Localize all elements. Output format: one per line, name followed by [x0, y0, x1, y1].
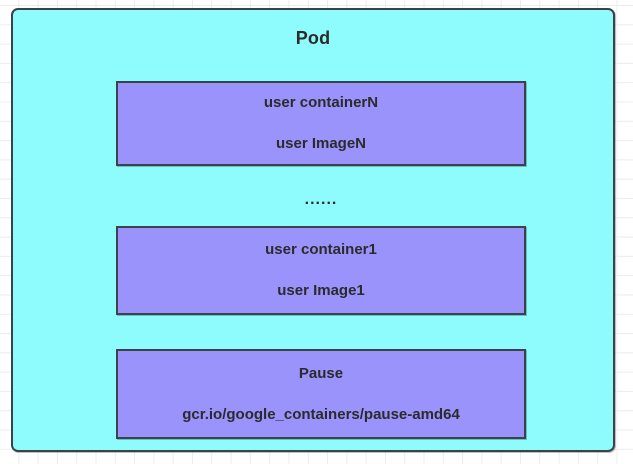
pod-title: Pod [295, 28, 331, 48]
user-container-n-image: user ImageN [275, 135, 367, 152]
pod-container-box[interactable]: Pod user containerN user ImageN ...... u… [11, 8, 615, 452]
pause-container-box[interactable]: Pause gcr.io/google_containers/pause-amd… [116, 349, 526, 439]
pause-container-image: gcr.io/google_containers/pause-amd64 [182, 405, 460, 423]
user-container-1-box[interactable]: user container1 user Image1 [116, 226, 526, 315]
user-container-1-name: user container1 [265, 241, 377, 258]
user-container-n-box[interactable]: user containerN user ImageN [116, 81, 526, 166]
user-container-n-name: user containerN [263, 94, 379, 111]
user-container-1-image: user Image1 [277, 282, 365, 299]
ellipsis-separator: ...... [304, 191, 338, 208]
pause-container-name: Pause [298, 364, 344, 382]
